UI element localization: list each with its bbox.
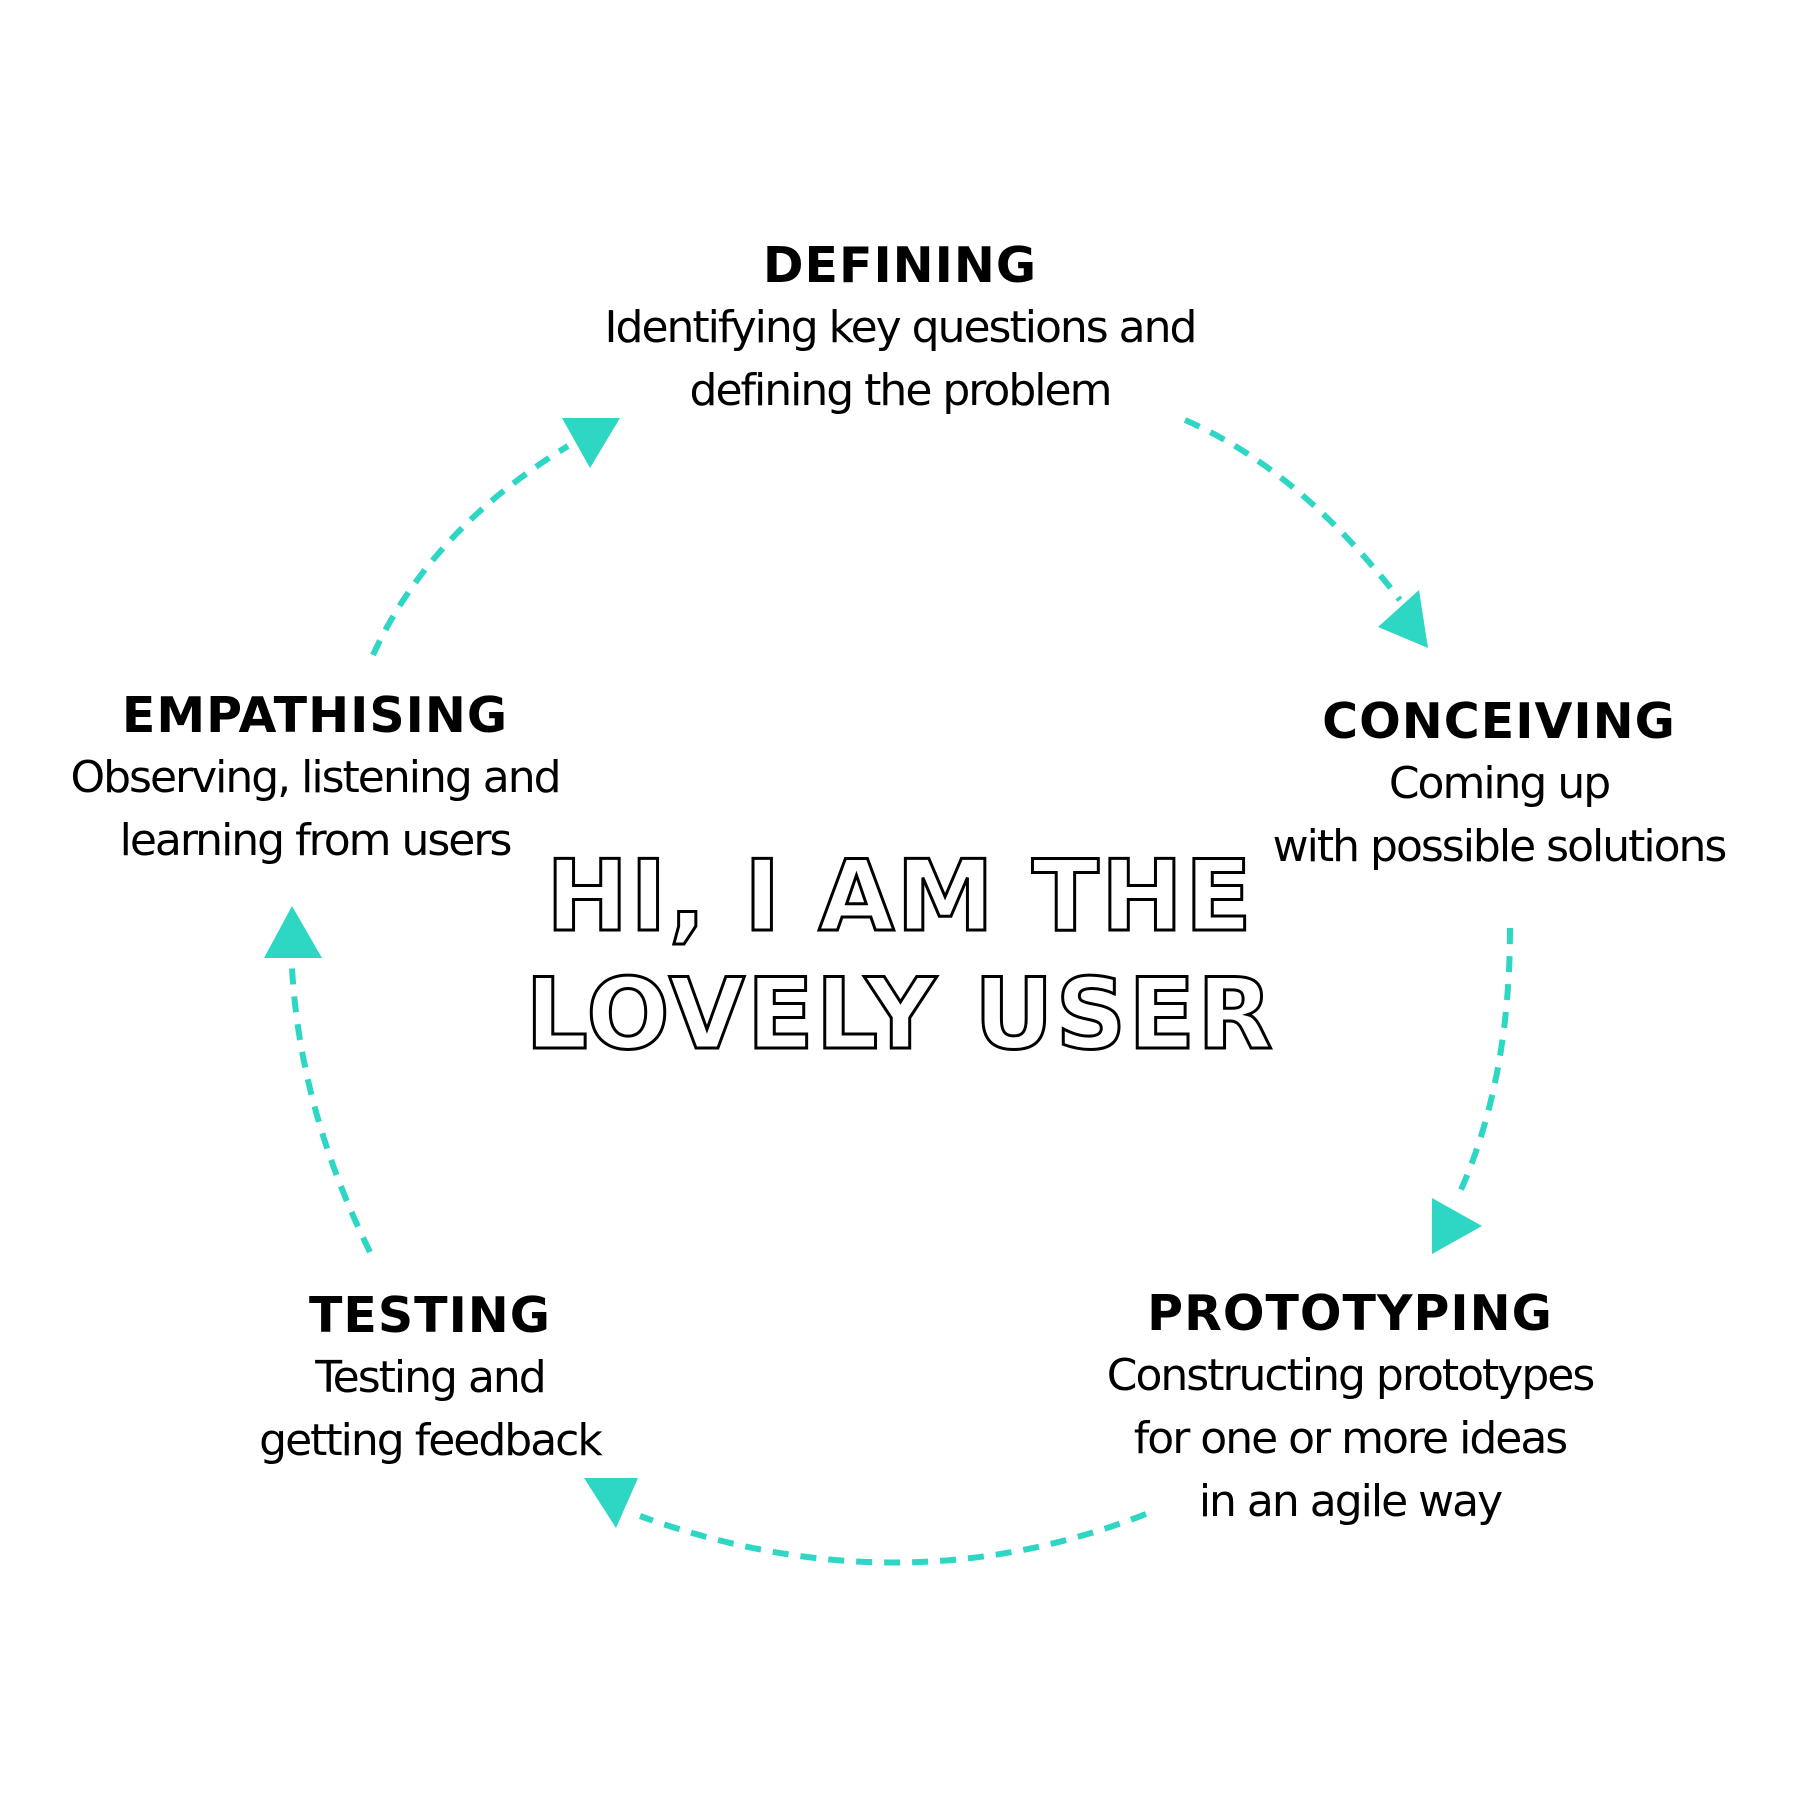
stage-prototyping-description: Constructing prototypes for one or more … [1106,1350,1596,1527]
center-heading-line-1: HI, I AM THE [545,839,1254,956]
stage-prototyping: PROTOTYPING Constructing prototypes for … [1050,1284,1650,1533]
stage-defining-description: Identifying key questions and defining t… [604,302,1198,416]
stage-testing-title: TESTING [308,1287,552,1344]
stage-conceiving: CONCEIVING Coming up with possible solut… [1199,692,1799,878]
stage-testing: TESTING Testing and getting feedback [130,1286,730,1472]
arrowhead-testing [584,1478,638,1528]
arrow-testing-to-empathising [289,967,373,1254]
arrow-empathising-to-defining [370,443,570,657]
stage-testing-description: Testing and getting feedback [259,1352,603,1466]
center-heading-line-2: LOVELY USER [524,957,1275,1074]
stage-prototyping-title: PROTOTYPING [1147,1285,1553,1342]
stage-defining-title: DEFINING [762,237,1038,294]
center-heading: HI, I AM THE LOVELY USER [500,838,1300,1074]
stage-empathising-description: Observing, listening and learning from u… [70,752,561,866]
stage-empathising-title: EMPATHISING [121,687,509,744]
arrowhead-conceiving [1378,590,1428,648]
arrow-defining-to-conceiving [1183,417,1403,602]
arrowhead-empathising [264,906,322,958]
arrowhead-defining [562,418,620,468]
arrow-conceiving-to-prototyping [1457,927,1513,1194]
stage-empathising: EMPATHISING Observing, listening and lea… [15,686,615,872]
arrow-prototyping-to-testing [638,1511,1148,1566]
stage-conceiving-description: Coming up with possible solutions [1272,758,1728,872]
stage-conceiving-title: CONCEIVING [1322,693,1676,750]
stage-defining: DEFINING Identifying key questions and d… [600,236,1200,422]
arrowhead-prototyping [1432,1198,1482,1254]
